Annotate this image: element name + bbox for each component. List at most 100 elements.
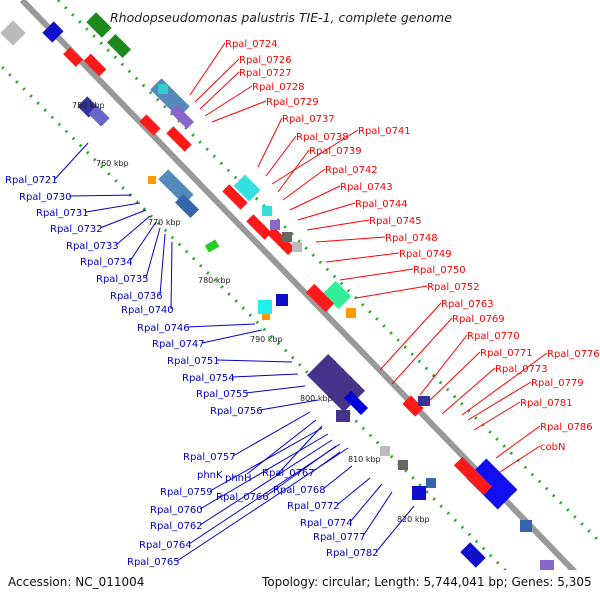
leader-line bbox=[231, 373, 299, 378]
forward-gene-labels: Rpal_0724Rpal_0726Rpal_0727Rpal_0728Rpal… bbox=[225, 39, 600, 453]
gene-label[interactable]: cobN bbox=[540, 442, 565, 453]
gene-label[interactable]: Rpal_0739 bbox=[309, 146, 362, 157]
gene-label[interactable]: Rpal_0768 bbox=[273, 485, 326, 496]
gene-label[interactable]: Rpal_0733 bbox=[66, 241, 119, 252]
leader-line bbox=[325, 252, 400, 263]
gene-label[interactable]: Rpal_0772 bbox=[287, 501, 340, 512]
gene-label[interactable]: Rpal_0764 bbox=[139, 540, 192, 551]
leader-line bbox=[232, 411, 311, 457]
leader-line bbox=[271, 129, 359, 185]
gene-label[interactable]: phnK bbox=[197, 470, 223, 481]
gene-label[interactable]: Rpal_0762 bbox=[150, 521, 203, 532]
leader-line bbox=[209, 427, 323, 492]
gene-label[interactable]: Rpal_0763 bbox=[441, 299, 494, 310]
leader-line bbox=[441, 367, 496, 415]
gene-label[interactable]: Rpal_0724 bbox=[225, 39, 278, 50]
gene-label[interactable]: Rpal_0741 bbox=[358, 126, 411, 137]
gene-label[interactable]: Rpal_0776 bbox=[547, 349, 600, 360]
gene-label[interactable]: Rpal_0734 bbox=[80, 257, 133, 268]
leader-line bbox=[379, 302, 442, 371]
gene-label[interactable]: Rpal_0754 bbox=[182, 373, 235, 384]
gene-label[interactable]: Rpal_0731 bbox=[36, 208, 89, 219]
leader-line bbox=[188, 443, 341, 545]
gene-label[interactable]: phnH bbox=[225, 473, 252, 484]
gene-label[interactable]: Rpal_0738 bbox=[296, 132, 349, 143]
leader-line bbox=[259, 399, 319, 411]
leader-line bbox=[322, 465, 353, 490]
leader-line bbox=[257, 117, 283, 168]
gene-label[interactable]: Rpal_0729 bbox=[266, 97, 319, 108]
leader-line bbox=[499, 445, 541, 473]
gene-label[interactable]: Rpal_0766 bbox=[216, 492, 269, 503]
gene-block bbox=[270, 220, 280, 230]
gene-label[interactable]: Rpal_0760 bbox=[150, 505, 203, 516]
gene-label[interactable]: Rpal_0756 bbox=[210, 406, 263, 417]
gene-block bbox=[292, 242, 302, 252]
gene-label[interactable]: Rpal_0755 bbox=[196, 389, 249, 400]
gene-label[interactable]: Rpal_0726 bbox=[239, 55, 292, 66]
gene-label[interactable]: Rpal_0736 bbox=[110, 291, 163, 302]
gene-label[interactable]: Rpal_0721 bbox=[5, 175, 58, 186]
gene-block bbox=[453, 456, 493, 496]
leader-line bbox=[199, 433, 329, 510]
gene-label[interactable]: Rpal_0759 bbox=[160, 487, 213, 498]
gene-blocks bbox=[0, 12, 554, 570]
gene-label[interactable]: Rpal_0765 bbox=[127, 557, 180, 568]
leader-line bbox=[375, 505, 415, 553]
gene-label[interactable]: Rpal_0744 bbox=[355, 199, 408, 210]
leader-line bbox=[297, 202, 356, 221]
leader-line bbox=[362, 491, 393, 537]
gene-label[interactable]: Rpal_0732 bbox=[50, 224, 103, 235]
gene-label[interactable]: Rpal_0770 bbox=[467, 331, 520, 342]
gene-label[interactable]: Rpal_0786 bbox=[540, 422, 593, 433]
gene-block bbox=[42, 21, 64, 43]
gene-label[interactable]: Rpal_0752 bbox=[427, 282, 480, 293]
gene-label[interactable]: Rpal_0773 bbox=[495, 364, 548, 375]
leader-line bbox=[145, 227, 161, 279]
leader-line bbox=[216, 359, 293, 363]
gene-label[interactable]: Rpal_0730 bbox=[19, 192, 72, 203]
gene-label[interactable]: Rpal_0757 bbox=[183, 452, 236, 463]
gene-block bbox=[0, 20, 26, 46]
gene-label[interactable]: Rpal_0769 bbox=[452, 314, 505, 325]
leader-line bbox=[170, 241, 173, 310]
gene-label[interactable]: Rpal_0771 bbox=[480, 348, 533, 359]
leader-line bbox=[306, 219, 370, 231]
gene-label[interactable]: Rpal_0743 bbox=[340, 182, 393, 193]
gene-block bbox=[336, 410, 350, 422]
gene-label[interactable]: Rpal_0745 bbox=[369, 216, 422, 227]
gene-label[interactable]: Rpal_0737 bbox=[282, 114, 335, 125]
leader-line bbox=[282, 168, 326, 201]
footer-bar bbox=[0, 570, 600, 600]
leader-line bbox=[265, 135, 297, 177]
gene-label[interactable]: Rpal_0746 bbox=[137, 323, 190, 334]
gene-label[interactable]: Rpal_0750 bbox=[413, 265, 466, 276]
gene-block bbox=[380, 446, 390, 456]
gene-label[interactable]: Rpal_0728 bbox=[252, 82, 305, 93]
gene-label[interactable]: Rpal_0749 bbox=[399, 249, 452, 260]
leader-line bbox=[211, 100, 267, 123]
gene-label[interactable]: Rpal_0740 bbox=[121, 305, 174, 316]
gene-block bbox=[139, 114, 161, 136]
gene-block bbox=[169, 104, 195, 130]
gene-block bbox=[222, 184, 248, 210]
gene-label[interactable]: Rpal_0767 bbox=[262, 468, 315, 479]
gene-block bbox=[346, 308, 356, 318]
tick-label: 750 kbp bbox=[72, 101, 105, 110]
gene-label[interactable]: Rpal_0751 bbox=[167, 356, 220, 367]
gene-label[interactable]: Rpal_0782 bbox=[326, 548, 379, 559]
gene-label[interactable]: Rpal_0779 bbox=[531, 378, 584, 389]
gene-label[interactable]: Rpal_0747 bbox=[152, 339, 205, 350]
gene-label[interactable]: Rpal_0735 bbox=[96, 274, 149, 285]
tick-label: 760 kbp bbox=[96, 159, 129, 168]
gene-label[interactable]: Rpal_0748 bbox=[385, 233, 438, 244]
gene-label[interactable]: Rpal_0727 bbox=[239, 68, 292, 79]
gene-label[interactable]: Rpal_0777 bbox=[313, 532, 366, 543]
gene-label[interactable]: Rpal_0781 bbox=[520, 398, 573, 409]
gene-label[interactable]: Rpal_0774 bbox=[300, 518, 353, 529]
leader-line bbox=[391, 317, 453, 385]
gene-label[interactable]: Rpal_0742 bbox=[325, 165, 378, 176]
gene-block bbox=[246, 214, 272, 240]
leader-line bbox=[277, 149, 310, 193]
leader-line bbox=[461, 352, 548, 416]
